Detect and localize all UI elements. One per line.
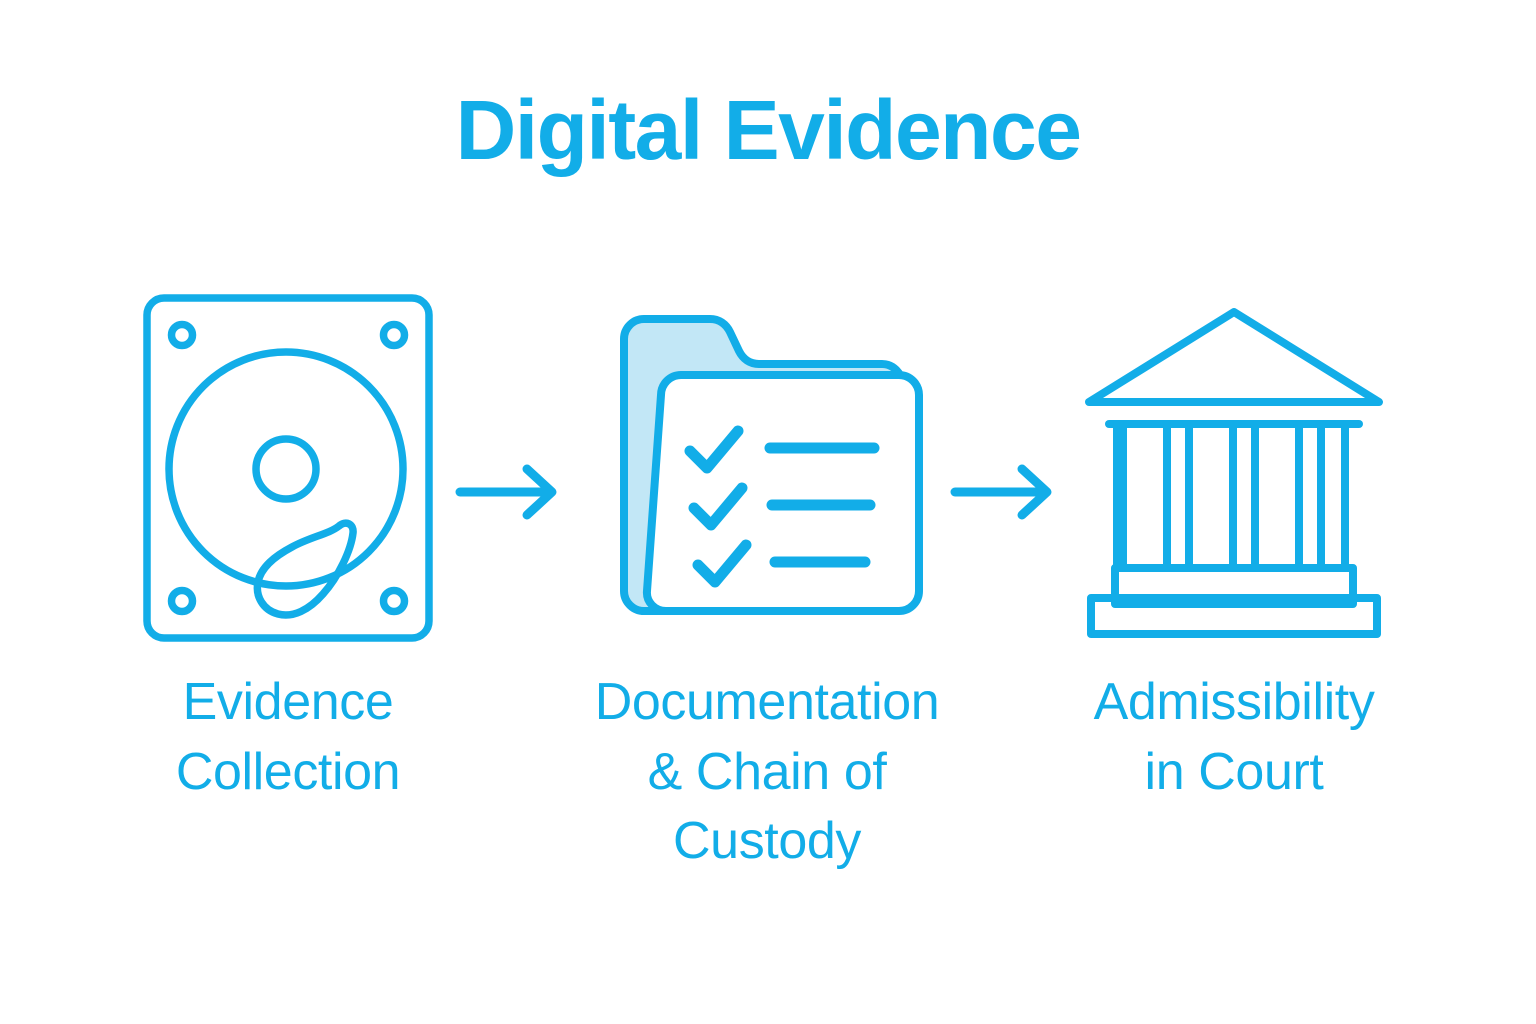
label-line: in Court xyxy=(1144,742,1324,801)
step-documentation-chain-of-custody: Documentation & Chain of Custody xyxy=(577,290,957,910)
process-flow: Evidence Collection xyxy=(0,290,1536,910)
folder-checklist-icon xyxy=(577,290,957,645)
arrow-right-icon xyxy=(455,460,565,524)
courthouse-icon xyxy=(1044,290,1424,645)
label-line: Evidence xyxy=(182,673,394,731)
label-line: Collection xyxy=(175,742,401,801)
step-evidence-collection: Evidence Collection xyxy=(98,290,478,910)
step-label-evidence-collection: Evidence Collection xyxy=(98,668,478,807)
step-admissibility-in-court: Admissibility in Court xyxy=(1044,290,1424,910)
label-line: Custody xyxy=(673,812,861,871)
label-line: Documentation xyxy=(594,673,940,731)
page-title: Digital Evidence xyxy=(455,83,1082,177)
arrow-right-icon xyxy=(950,460,1060,524)
label-line: Admissibility xyxy=(1093,673,1375,731)
hard-drive-icon xyxy=(98,290,478,645)
step-label-admissibility-in-court: Admissibility in Court xyxy=(1044,668,1424,807)
step-label-documentation-chain-of-custody: Documentation & Chain of Custody xyxy=(577,668,957,877)
label-line: & Chain of xyxy=(647,742,887,801)
